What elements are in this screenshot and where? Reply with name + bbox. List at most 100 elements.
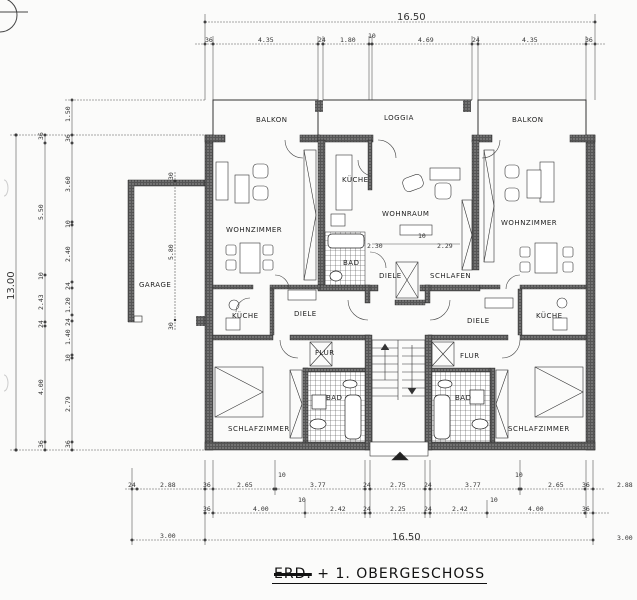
room-label-flur-left: FLUR <box>315 349 335 357</box>
svg-text:2.42: 2.42 <box>452 505 468 513</box>
room-label-garage: GARAGE <box>139 281 171 289</box>
svg-text:30: 30 <box>167 172 175 180</box>
room-label-wohnzimmer-left: WOHNZIMMER <box>226 226 282 234</box>
svg-text:24: 24 <box>363 505 371 513</box>
svg-text:2.88: 2.88 <box>160 481 176 489</box>
left-total-dimension: 13.00 <box>6 271 17 300</box>
svg-text:4.35: 4.35 <box>522 36 538 44</box>
svg-text:2.88: 2.88 <box>617 481 633 489</box>
svg-text:2.65: 2.65 <box>237 481 253 489</box>
svg-text:3.00: 3.00 <box>160 532 176 540</box>
svg-text:3.00: 3.00 <box>617 534 633 542</box>
svg-text:4.69: 4.69 <box>418 36 434 44</box>
svg-text:10: 10 <box>368 32 376 40</box>
svg-text:36: 36 <box>203 481 211 489</box>
svg-text:10: 10 <box>418 232 426 240</box>
room-label-kueche-center: KÜCHE <box>342 175 369 184</box>
drawing-title: ERD. + 1. OBERGESCHOSS <box>272 566 488 584</box>
room-label-wohnraum: WOHNRAUM <box>382 210 429 218</box>
bottom-total-dimension: 16.50 <box>392 532 421 543</box>
svg-text:2.79: 2.79 <box>64 396 72 412</box>
svg-text:2.30: 2.30 <box>367 242 383 250</box>
svg-text:36: 36 <box>64 134 72 142</box>
svg-text:24: 24 <box>64 282 72 290</box>
room-label-kueche-left: KÜCHE <box>232 311 259 320</box>
svg-text:10: 10 <box>515 471 523 479</box>
svg-text:3.77: 3.77 <box>465 481 481 489</box>
svg-text:4.00: 4.00 <box>253 505 269 513</box>
room-label-bad-left: BAD <box>326 394 342 402</box>
svg-text:24: 24 <box>424 505 432 513</box>
struck-title-prefix: ERD. <box>274 566 312 582</box>
room-label-bad-right: BAD <box>455 394 471 402</box>
svg-text:1.40: 1.40 <box>64 329 72 345</box>
svg-text:1.20: 1.20 <box>64 297 72 313</box>
svg-text:24: 24 <box>37 320 45 328</box>
room-label-schlafzimmer-left: SCHLAFZIMMER <box>228 425 290 433</box>
svg-text:10: 10 <box>64 354 72 362</box>
svg-text:10: 10 <box>278 471 286 479</box>
title-connector: + <box>311 566 336 582</box>
svg-text:30: 30 <box>167 322 175 330</box>
svg-text:36: 36 <box>582 505 590 513</box>
svg-text:2.43: 2.43 <box>37 294 45 310</box>
svg-text:1.80: 1.80 <box>340 36 356 44</box>
svg-text:10: 10 <box>298 496 306 504</box>
door-swings <box>235 139 521 359</box>
svg-text:24: 24 <box>363 481 371 489</box>
svg-text:24: 24 <box>424 481 432 489</box>
svg-text:36: 36 <box>582 481 590 489</box>
room-label-flur-right: FLUR <box>460 352 480 360</box>
svg-text:10: 10 <box>37 272 45 280</box>
svg-text:24: 24 <box>472 36 480 44</box>
svg-text:2.75: 2.75 <box>390 481 406 489</box>
bottom-dimension-chain <box>125 460 610 545</box>
svg-text:36: 36 <box>37 132 45 140</box>
top-dimension-chain <box>195 14 605 100</box>
room-label-kueche-right: KÜCHE <box>536 311 563 320</box>
svg-text:36: 36 <box>205 36 213 44</box>
svg-text:36: 36 <box>203 505 211 513</box>
room-label-schlafzimmer-right: SCHLAFZIMMER <box>508 425 570 433</box>
svg-text:2.42: 2.42 <box>330 505 346 513</box>
room-label-balkon-left: BALKON <box>256 116 287 124</box>
room-label-balkon-right: BALKON <box>512 116 543 124</box>
room-label-loggia: LOGGIA <box>384 114 414 122</box>
svg-text:36: 36 <box>585 36 593 44</box>
svg-text:36: 36 <box>64 440 72 448</box>
staircase <box>369 339 429 461</box>
furniture <box>215 154 574 331</box>
svg-text:10: 10 <box>490 496 498 504</box>
interior-walls <box>212 139 587 451</box>
svg-text:24: 24 <box>318 36 326 44</box>
room-label-bad-center: BAD <box>343 259 359 267</box>
svg-text:3.60: 3.60 <box>64 176 72 192</box>
svg-text:2.65: 2.65 <box>548 481 564 489</box>
compass-mark-icon <box>0 0 28 33</box>
svg-text:2.40: 2.40 <box>64 246 72 262</box>
left-dimension-chain <box>10 98 205 452</box>
svg-text:5.80: 5.80 <box>167 244 175 260</box>
beds <box>214 149 584 439</box>
svg-text:2.29: 2.29 <box>437 242 453 250</box>
svg-text:4.00: 4.00 <box>528 505 544 513</box>
svg-text:1.50: 1.50 <box>64 106 72 122</box>
room-label-schlafen: SCHLAFEN <box>430 272 471 280</box>
svg-text:24: 24 <box>64 318 72 326</box>
svg-text:36: 36 <box>37 440 45 448</box>
top-total-dimension: 16.50 <box>397 12 426 23</box>
bathtubs-icon <box>309 233 489 440</box>
room-label-diele-left: DIELE <box>294 310 317 318</box>
svg-text:24: 24 <box>128 481 136 489</box>
svg-text:4.35: 4.35 <box>258 36 274 44</box>
svg-text:2.25: 2.25 <box>390 505 406 513</box>
exterior-walls <box>204 134 596 451</box>
balconies <box>212 99 587 135</box>
svg-text:10: 10 <box>64 220 72 228</box>
title-main: 1. OBERGESCHOSS <box>335 566 486 582</box>
room-label-diele-center: DIELE <box>379 272 402 280</box>
svg-text:5.50: 5.50 <box>37 204 45 220</box>
svg-text:3.77: 3.77 <box>310 481 326 489</box>
room-label-wohnzimmer-right: WOHNZIMMER <box>501 219 557 227</box>
